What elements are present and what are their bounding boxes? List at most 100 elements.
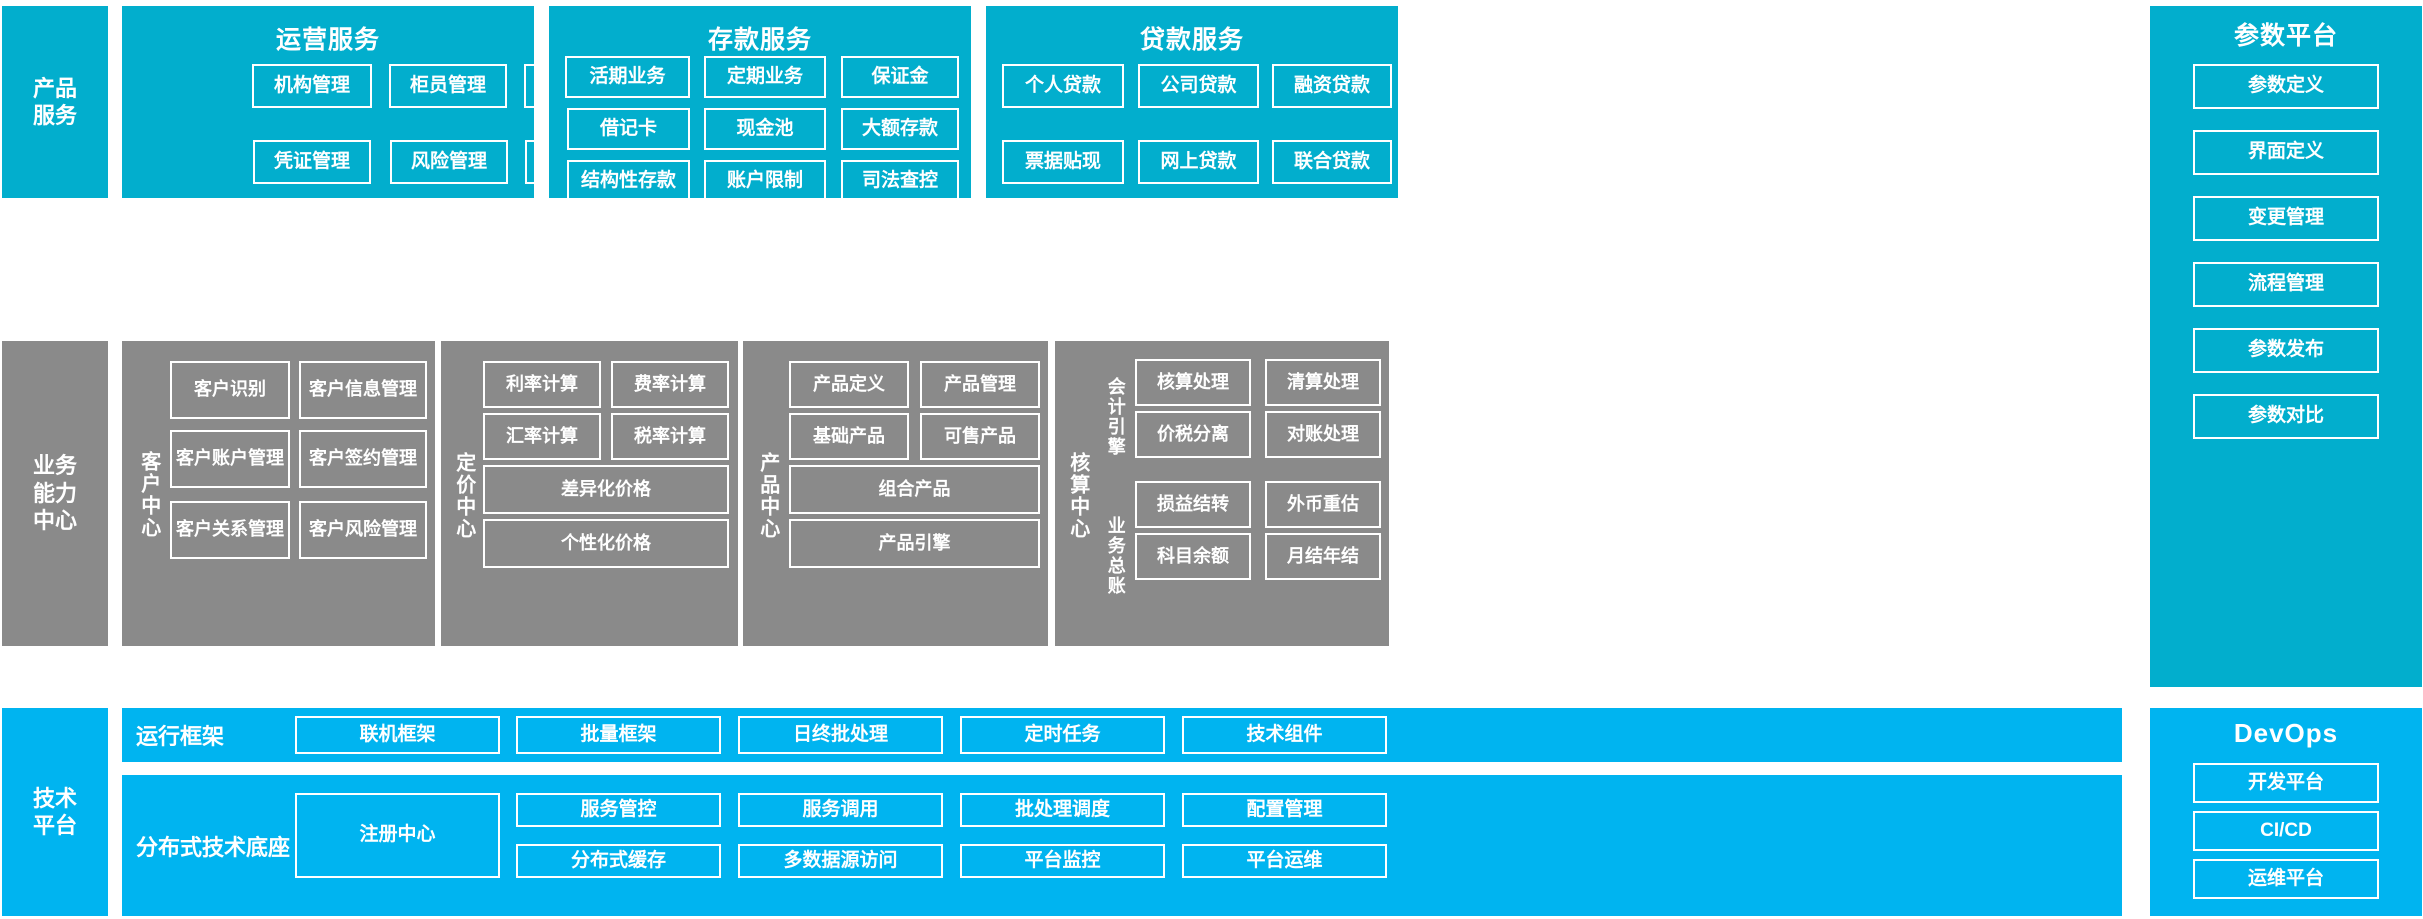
param-box-5[interactable]: 参数对比 (2193, 394, 2379, 439)
business-label-line-3: 中心 (32, 508, 77, 534)
center-label-accounting: 核算中心 (1066, 452, 1089, 540)
service-box-deposit-3[interactable]: 借记卡 (567, 108, 690, 150)
panel-parameter-platform: 参数平台 参数定义 界面定义 变更管理 流程管理 参数发布 参数对比 (2150, 6, 2422, 687)
panel-customer-center: 客户中心 客户识别 客户信息管理 客户账户管理 客户签约管理 客户关系管理 客户… (122, 341, 435, 646)
panel-title-operation-service: 运营服务 (275, 26, 380, 54)
capability-box-customer-2[interactable]: 客户账户管理 (170, 430, 290, 488)
panel-deposit-service: 存款服务 活期业务 定期业务 保证金 借记卡 现金池 大额存款 结构性存款 账户… (549, 6, 971, 202)
service-box-deposit-2[interactable]: 保证金 (841, 56, 959, 98)
panel-title-loan-service: 贷款服务 (1139, 26, 1244, 54)
param-box-0[interactable]: 参数定义 (2193, 64, 2379, 109)
param-box-4[interactable]: 参数发布 (2193, 328, 2379, 373)
tech-box-foundation-bottom-3[interactable]: 平台运维 (1182, 844, 1387, 878)
panel-title-parameter-platform: 参数平台 (2233, 22, 2338, 50)
param-box-2[interactable]: 变更管理 (2193, 196, 2379, 241)
capability-box-accounting-4[interactable]: 损益结转 (1135, 481, 1251, 528)
service-box-deposit-8[interactable]: 司法查控 (841, 160, 959, 202)
param-box-1[interactable]: 界面定义 (2193, 130, 2379, 175)
service-box-deposit-4[interactable]: 现金池 (704, 108, 826, 150)
tech-box-foundation-top-1[interactable]: 服务调用 (738, 793, 943, 827)
capability-box-accounting-6[interactable]: 科目余额 (1135, 533, 1251, 580)
panel-runtime-framework: 运行框架 联机框架 批量框架 日终批处理 定时任务 技术组件 (122, 708, 2122, 762)
subgroup-label-general-ledger: 业务总账 (1105, 516, 1126, 596)
panel-title-devops: DevOps (2233, 718, 2339, 748)
service-box-deposit-7[interactable]: 账户限制 (704, 160, 826, 202)
devops-box-2[interactable]: 运维平台 (2193, 859, 2379, 899)
service-box-deposit-1[interactable]: 定期业务 (704, 56, 826, 98)
capability-box-customer-5[interactable]: 客户风险管理 (299, 501, 427, 559)
tech-box-foundation-top-2[interactable]: 批处理调度 (960, 793, 1165, 827)
tech-box-registry-center[interactable]: 注册中心 (295, 793, 500, 878)
capability-box-product-1[interactable]: 产品管理 (920, 361, 1040, 408)
tech-box-runtime-4[interactable]: 技术组件 (1182, 716, 1387, 754)
capability-box-customer-1[interactable]: 客户信息管理 (299, 361, 427, 419)
capability-box-product-5[interactable]: 产品引擎 (789, 519, 1040, 568)
layer-label-product-service: 产品 服务 (2, 6, 108, 198)
service-box-loan-2[interactable]: 融资贷款 (1272, 64, 1392, 108)
capability-box-accounting-2[interactable]: 价税分离 (1135, 411, 1251, 458)
service-box-operation-1[interactable]: 柜员管理 (389, 64, 507, 108)
group-label-runtime-framework: 运行框架 (136, 724, 225, 749)
panel-product-center: 产品中心 产品定义 产品管理 基础产品 可售产品 组合产品 产品引擎 (743, 341, 1048, 646)
panel-operation-service: 运营服务 机构管理 柜员管理 现金管理 凭证管理 风险管理 辅助交易 (122, 6, 643, 198)
capability-box-accounting-3[interactable]: 对账处理 (1265, 411, 1381, 458)
layer-label-technology-platform: 技术 平台 (2, 708, 108, 916)
layer-label-line-1: 产品 (32, 75, 77, 101)
service-box-operation-4[interactable]: 风险管理 (390, 140, 508, 184)
capability-box-pricing-0[interactable]: 利率计算 (483, 361, 601, 408)
service-box-loan-4[interactable]: 网上贷款 (1138, 140, 1259, 184)
service-box-loan-5[interactable]: 联合贷款 (1272, 140, 1392, 184)
devops-box-0[interactable]: 开发平台 (2193, 763, 2379, 803)
capability-box-accounting-5[interactable]: 外币重估 (1265, 481, 1381, 528)
service-box-deposit-0[interactable]: 活期业务 (565, 56, 690, 98)
service-box-deposit-6[interactable]: 结构性存款 (567, 160, 690, 202)
capability-box-product-4[interactable]: 组合产品 (789, 465, 1040, 514)
center-label-product: 产品中心 (756, 452, 779, 540)
tech-box-runtime-3[interactable]: 定时任务 (960, 716, 1165, 754)
panel-accounting-center: 核算中心 会计引擎 业务总账 核算处理 清算处理 价税分离 对账处理 损益结转 … (1055, 341, 1389, 646)
layer-label-line-2: 服务 (32, 103, 77, 128)
capability-box-pricing-5[interactable]: 个性化价格 (483, 519, 729, 568)
capability-box-pricing-3[interactable]: 税率计算 (611, 413, 729, 460)
capability-box-accounting-0[interactable]: 核算处理 (1135, 359, 1251, 406)
capability-box-customer-3[interactable]: 客户签约管理 (299, 430, 427, 488)
service-box-operation-3[interactable]: 凭证管理 (253, 140, 371, 184)
capability-box-pricing-1[interactable]: 费率计算 (611, 361, 729, 408)
panel-loan-service: 贷款服务 个人贷款 公司贷款 融资贷款 票据贴现 网上贷款 联合贷款 (986, 6, 1398, 198)
tech-box-foundation-bottom-0[interactable]: 分布式缓存 (516, 844, 721, 878)
panel-distributed-foundation: 分布式技术底座 注册中心 服务管控 服务调用 批处理调度 配置管理 分布式缓存 … (122, 775, 2122, 916)
devops-box-1[interactable]: CI/CD (2193, 811, 2379, 851)
subgroup-label-accounting-engine: 会计引擎 (1105, 377, 1126, 457)
capability-box-product-0[interactable]: 产品定义 (789, 361, 909, 408)
panel-pricing-center: 定价中心 利率计算 费率计算 汇率计算 税率计算 差异化价格 个性化价格 (441, 341, 738, 646)
capability-box-pricing-4[interactable]: 差异化价格 (483, 465, 729, 514)
capability-box-customer-0[interactable]: 客户识别 (170, 361, 290, 419)
center-label-pricing: 定价中心 (452, 452, 475, 540)
group-label-distributed-foundation: 分布式技术底座 (136, 834, 291, 860)
service-box-operation-0[interactable]: 机构管理 (252, 64, 372, 108)
tech-box-foundation-top-3[interactable]: 配置管理 (1182, 793, 1387, 827)
panel-devops: DevOps 开发平台 CI/CD 运维平台 (2150, 708, 2422, 916)
capability-box-accounting-7[interactable]: 月结年结 (1265, 533, 1381, 580)
capability-box-product-3[interactable]: 可售产品 (920, 413, 1040, 460)
capability-box-accounting-1[interactable]: 清算处理 (1265, 359, 1381, 406)
capability-box-pricing-2[interactable]: 汇率计算 (483, 413, 601, 460)
panel-title-deposit-service: 存款服务 (707, 26, 812, 54)
service-box-loan-1[interactable]: 公司贷款 (1138, 64, 1259, 108)
tech-box-runtime-2[interactable]: 日终批处理 (738, 716, 943, 754)
tech-box-foundation-bottom-1[interactable]: 多数据源访问 (738, 844, 943, 878)
capability-box-customer-4[interactable]: 客户关系管理 (170, 501, 290, 559)
business-label-line-2: 能力 (32, 480, 77, 506)
capability-box-product-2[interactable]: 基础产品 (789, 413, 909, 460)
tech-box-foundation-top-0[interactable]: 服务管控 (516, 793, 721, 827)
tech-box-runtime-1[interactable]: 批量框架 (516, 716, 721, 754)
tech-box-runtime-0[interactable]: 联机框架 (295, 716, 500, 754)
param-box-3[interactable]: 流程管理 (2193, 262, 2379, 307)
tech-label-line-1: 技术 (32, 785, 77, 811)
service-box-deposit-5[interactable]: 大额存款 (841, 108, 959, 150)
service-box-loan-3[interactable]: 票据贴现 (1002, 140, 1124, 184)
tech-box-foundation-bottom-2[interactable]: 平台监控 (960, 844, 1165, 878)
tech-label-line-2: 平台 (32, 813, 77, 838)
service-box-loan-0[interactable]: 个人贷款 (1002, 64, 1124, 108)
